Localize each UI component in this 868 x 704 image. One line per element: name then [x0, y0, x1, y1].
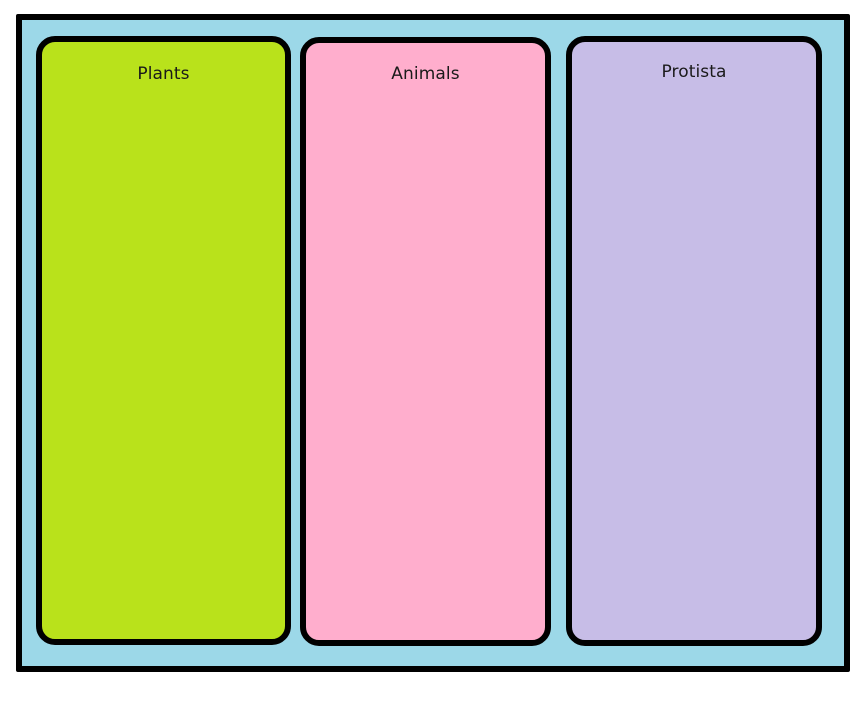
- category-title-protista: Protista: [661, 62, 727, 82]
- category-column-animals[interactable]: Animals: [300, 37, 551, 646]
- category-title-animals: Animals: [391, 64, 460, 84]
- category-dropzone-animals[interactable]: [306, 84, 545, 640]
- classification-board: Plants Animals Protista: [16, 14, 850, 672]
- category-column-plants[interactable]: Plants: [36, 36, 291, 645]
- category-title-plants: Plants: [137, 64, 190, 84]
- category-dropzone-protista[interactable]: [572, 82, 816, 640]
- category-column-protista[interactable]: Protista: [566, 36, 822, 646]
- category-dropzone-plants[interactable]: [42, 84, 285, 639]
- category-column-row: Plants Animals Protista: [22, 20, 844, 666]
